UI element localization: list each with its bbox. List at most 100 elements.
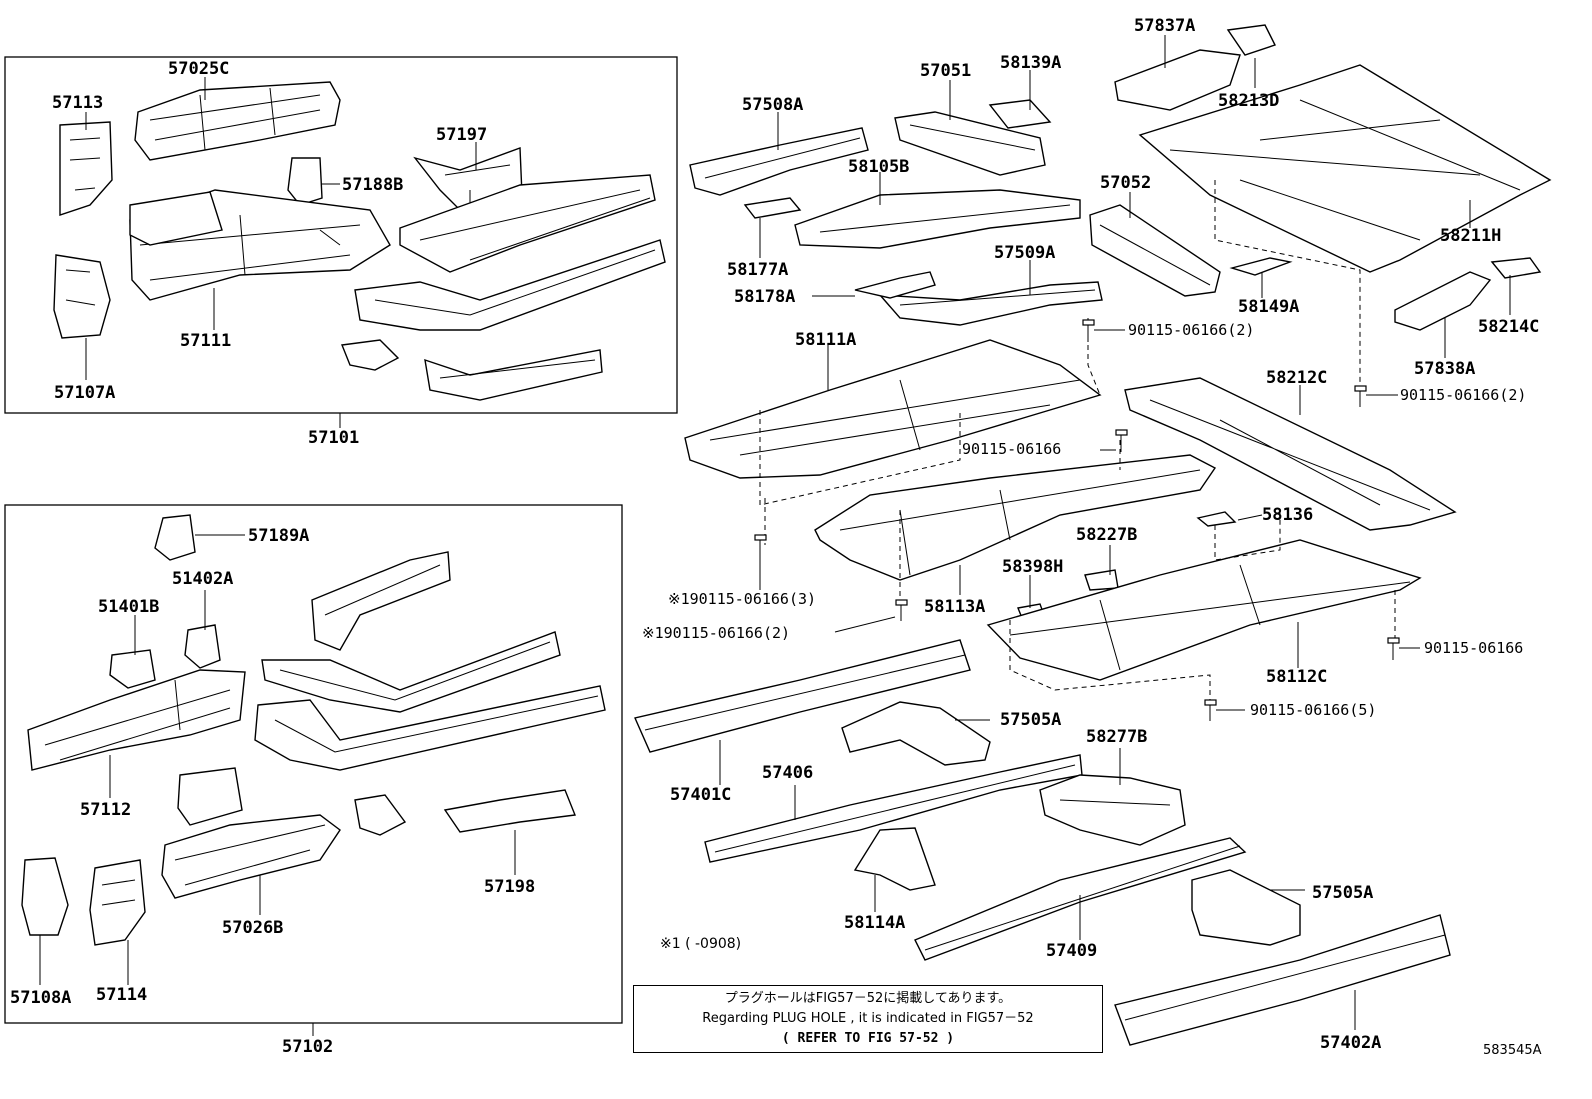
label-57114: 57114 xyxy=(96,985,147,1005)
part-57052 xyxy=(1089,204,1221,297)
part-57505A-front xyxy=(841,701,991,766)
label-57837A: 57837A xyxy=(1134,16,1195,36)
bolt-icon xyxy=(895,599,908,621)
part-58178A xyxy=(854,271,936,299)
label-57189A: 57189A xyxy=(248,526,309,546)
part-57189A xyxy=(154,514,196,561)
refer-note-figure: ( REFER TO FIG 57-52 ) xyxy=(781,1031,955,1046)
label-51402A: 51402A xyxy=(172,569,233,589)
fastener-label: ※190115-06166(2) xyxy=(642,624,790,642)
label-58277B: 58277B xyxy=(1086,727,1147,747)
fastener-label: ※190115-06166(3) xyxy=(668,590,816,608)
part-57509A xyxy=(878,281,1103,326)
part-58112C xyxy=(986,539,1422,681)
label-57026B: 57026B xyxy=(222,918,283,938)
part-58227B xyxy=(1084,569,1119,591)
part-rocker-inner-upper xyxy=(399,174,656,273)
label-58227B: 58227B xyxy=(1076,525,1137,545)
part-58277B xyxy=(1039,774,1186,846)
label-58113A: 58113A xyxy=(924,597,985,617)
label-57505A: 57505A xyxy=(1312,883,1373,903)
bolt-icon xyxy=(1204,699,1217,721)
part-58212C xyxy=(1124,377,1457,531)
label-57113: 57113 xyxy=(52,93,103,113)
part-57508A xyxy=(689,127,869,196)
part-58177A xyxy=(743,197,802,219)
part-rocker-inner-lower xyxy=(261,631,561,713)
part-51401B xyxy=(109,649,156,689)
part-57107A xyxy=(53,254,111,339)
part-57188B xyxy=(287,157,323,206)
part-57025C xyxy=(134,81,341,161)
part-58114A xyxy=(853,827,936,891)
label-57108A: 57108A xyxy=(10,988,71,1008)
label-58136: 58136 xyxy=(1262,505,1313,525)
part-57114 xyxy=(89,859,146,946)
label-57112: 57112 xyxy=(80,800,131,820)
part-58214C xyxy=(1490,257,1542,279)
label-58213D: 58213D xyxy=(1218,91,1279,111)
part-58105B xyxy=(794,189,1081,249)
label-58212C: 58212C xyxy=(1266,368,1327,388)
bolt-icon xyxy=(1082,319,1095,342)
part-58139A xyxy=(988,99,1052,129)
group-box-57101 xyxy=(4,56,678,414)
part-57198 xyxy=(443,789,576,833)
label-57505A: 57505A xyxy=(1000,710,1061,730)
part-rocker-inner-lower-upper xyxy=(311,551,451,651)
fastener-label: 90115-06166 xyxy=(962,440,1061,458)
part-gusset-lower xyxy=(177,767,243,826)
part-58149A xyxy=(1229,257,1293,276)
part-rocker-outer xyxy=(354,239,666,331)
label-58398H: 58398H xyxy=(1002,557,1063,577)
part-small-bracket-2 xyxy=(354,794,407,836)
bolt-icon xyxy=(1115,429,1128,452)
label-57052: 57052 xyxy=(1100,173,1151,193)
label-57198: 57198 xyxy=(484,877,535,897)
figure-number: 583545A xyxy=(1483,1043,1542,1058)
fastener-label: 90115-06166(5) xyxy=(1250,701,1376,719)
part-57026B xyxy=(161,814,341,899)
label-58112C: 58112C xyxy=(1266,667,1327,687)
part-57108A xyxy=(21,857,69,936)
label-57051: 57051 xyxy=(920,61,971,81)
label-58211H: 58211H xyxy=(1440,226,1501,246)
refer-box: プラグホールはFIG57－52に掲載してあります。 Regarding PLUG… xyxy=(633,985,1103,1053)
label-57197: 57197 xyxy=(436,125,487,145)
label-57107A: 57107A xyxy=(54,383,115,403)
part-57837A xyxy=(1114,49,1241,111)
label-57409: 57409 xyxy=(1046,941,1097,961)
part-58213D xyxy=(1226,24,1276,56)
label-58178A: 58178A xyxy=(734,287,795,307)
bolt-icon xyxy=(754,534,767,556)
part-57838A xyxy=(1394,271,1492,331)
label-58111A: 58111A xyxy=(795,330,856,350)
label-58149A: 58149A xyxy=(1238,297,1299,317)
part-57111-bracket xyxy=(129,191,223,246)
part-rocker-outer-lower xyxy=(254,685,606,771)
label-57101: 57101 xyxy=(308,428,359,448)
label-58139A: 58139A xyxy=(1000,53,1061,73)
part-51402A xyxy=(184,624,221,669)
part-57401C xyxy=(634,639,971,753)
label-57188B: 57188B xyxy=(342,175,403,195)
refer-note-japanese: プラグホールはFIG57－52に掲載してあります。 xyxy=(724,991,1012,1006)
fastener-label: 90115-06166(2) xyxy=(1128,321,1254,339)
bolt-icon xyxy=(1354,385,1367,407)
label-57401C: 57401C xyxy=(670,785,731,805)
part-57112 xyxy=(27,669,246,771)
part-58211H xyxy=(1138,64,1552,273)
refer-note-english: Regarding PLUG HOLE , it is indicated in… xyxy=(702,1011,1034,1026)
part-57505A-rear xyxy=(1191,869,1301,946)
fastener-label: 90115-06166 xyxy=(1424,639,1523,657)
label-57508A: 57508A xyxy=(742,95,803,115)
label-57509A: 57509A xyxy=(994,243,1055,263)
part-57051 xyxy=(894,111,1046,176)
label-58214C: 58214C xyxy=(1478,317,1539,337)
bolt-icon xyxy=(1387,637,1400,660)
label-58114A: 58114A xyxy=(844,913,905,933)
label-57025C: 57025C xyxy=(168,59,229,79)
label-57838A: 57838A xyxy=(1414,359,1475,379)
